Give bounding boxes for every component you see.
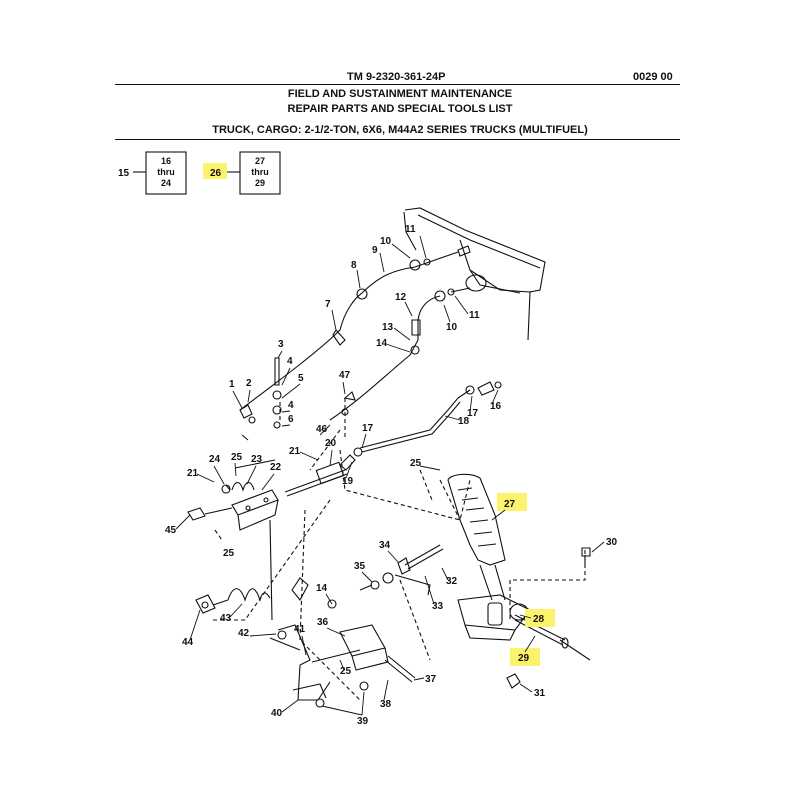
callout-leaders [175, 235, 605, 716]
key-mid-num: 26 [210, 168, 222, 179]
callout-4b: 4 [288, 400, 294, 411]
callout-21b: 21 [187, 468, 199, 479]
pedal-hinge [457, 547, 591, 689]
accelerator-cable [329, 287, 471, 421]
callout-34: 34 [379, 540, 391, 551]
callout-16: 16 [490, 401, 502, 412]
cab-outline [403, 207, 546, 341]
callout-45: 45 [165, 525, 177, 536]
lever-bracket [187, 481, 279, 621]
work-package-number: 0029 00 [633, 71, 673, 83]
callout-31: 31 [534, 688, 546, 699]
callout-37: 37 [425, 674, 437, 685]
callout-40: 40 [271, 708, 283, 719]
key-box2-line1: 27 [255, 156, 265, 166]
key-box-27-29 [239, 151, 281, 195]
key-box2-line3: 29 [255, 178, 265, 188]
callout-21a: 21 [289, 446, 301, 457]
callout-29: 29 [518, 653, 530, 664]
connecting-rod [234, 447, 363, 497]
callout-30: 30 [606, 537, 618, 548]
callout-11a: 11 [405, 224, 416, 235]
callout-43: 43 [220, 613, 232, 624]
throttle-cable [239, 245, 471, 411]
callout-19: 19 [342, 476, 354, 487]
callout-10b: 10 [446, 322, 458, 333]
callout-12: 12 [395, 292, 407, 303]
callout-25c: 25 [223, 548, 235, 559]
callout-39: 39 [357, 716, 369, 727]
lower-linkage [269, 577, 416, 708]
callout-14b: 14 [316, 583, 328, 594]
callout-1: 1 [229, 379, 235, 390]
key-left-num: 15 [118, 168, 130, 179]
key-box2-line2: thru [251, 167, 269, 177]
highlight-27 [497, 493, 527, 511]
callout-20: 20 [325, 438, 337, 449]
throttle-rod [359, 381, 502, 453]
callout-6: 6 [288, 414, 294, 425]
callout-32: 32 [446, 576, 458, 587]
key-box1-line1: 16 [161, 156, 171, 166]
callout-10a: 10 [380, 236, 392, 247]
header-rule-top [115, 84, 680, 85]
return-spring [195, 588, 271, 614]
callout-36: 36 [317, 617, 329, 628]
key-diagram [133, 151, 281, 195]
doc-number: TM 9-2320-361-24P [347, 71, 446, 83]
callout-23: 23 [251, 454, 263, 465]
callout-33: 33 [432, 601, 444, 612]
callout-13: 13 [382, 322, 394, 333]
callout-4a: 4 [287, 356, 293, 367]
callout-24: 24 [209, 454, 221, 465]
callout-22: 22 [270, 462, 282, 473]
callout-9: 9 [372, 245, 378, 256]
header-rule-bottom [115, 139, 680, 140]
callout-44: 44 [182, 637, 194, 648]
callout-27: 27 [504, 499, 516, 510]
callout-46: 46 [316, 424, 328, 435]
callout-41: 41 [294, 624, 306, 635]
callout-28: 28 [533, 614, 545, 625]
key-box1-line3: 24 [161, 178, 171, 188]
callout-11b: 11 [469, 310, 480, 321]
callout-25d: 25 [340, 666, 352, 677]
highlight-29 [510, 648, 540, 666]
callout-35: 35 [354, 561, 366, 572]
highlight-26 [203, 163, 227, 179]
callout-7: 7 [325, 299, 331, 310]
callout-25b: 25 [410, 458, 422, 469]
callout-numbers: 10 11 9 8 7 12 10 11 13 14 3 4 5 1 2 4 6… [165, 224, 618, 727]
callout-14a: 14 [376, 338, 388, 349]
callout-38: 38 [380, 699, 392, 710]
callout-8: 8 [351, 260, 357, 271]
upper-fasteners [239, 357, 356, 441]
title-line-2: REPAIR PARTS AND SPECIAL TOOLS LIST [287, 103, 513, 115]
callout-17a: 17 [467, 408, 479, 419]
highlight-28 [525, 609, 555, 627]
callout-42: 42 [238, 628, 250, 639]
key-box-16-24 [145, 151, 187, 195]
callout-17b: 17 [362, 423, 374, 434]
callout-3: 3 [278, 339, 284, 350]
callout-18: 18 [458, 416, 470, 427]
key-box1-line2: thru [157, 167, 175, 177]
title-line-3: TRUCK, CARGO: 2-1/2-TON, 6X6, M44A2 SERI… [212, 124, 588, 136]
callout-47: 47 [339, 370, 351, 381]
accelerator-pedal [447, 473, 506, 601]
callout-5: 5 [298, 373, 304, 384]
callout-2: 2 [246, 378, 252, 389]
title-line-1: FIELD AND SUSTAINMENT MAINTENANCE [287, 88, 513, 100]
callout-25a: 25 [231, 452, 243, 463]
mounting-bolts [359, 544, 444, 596]
